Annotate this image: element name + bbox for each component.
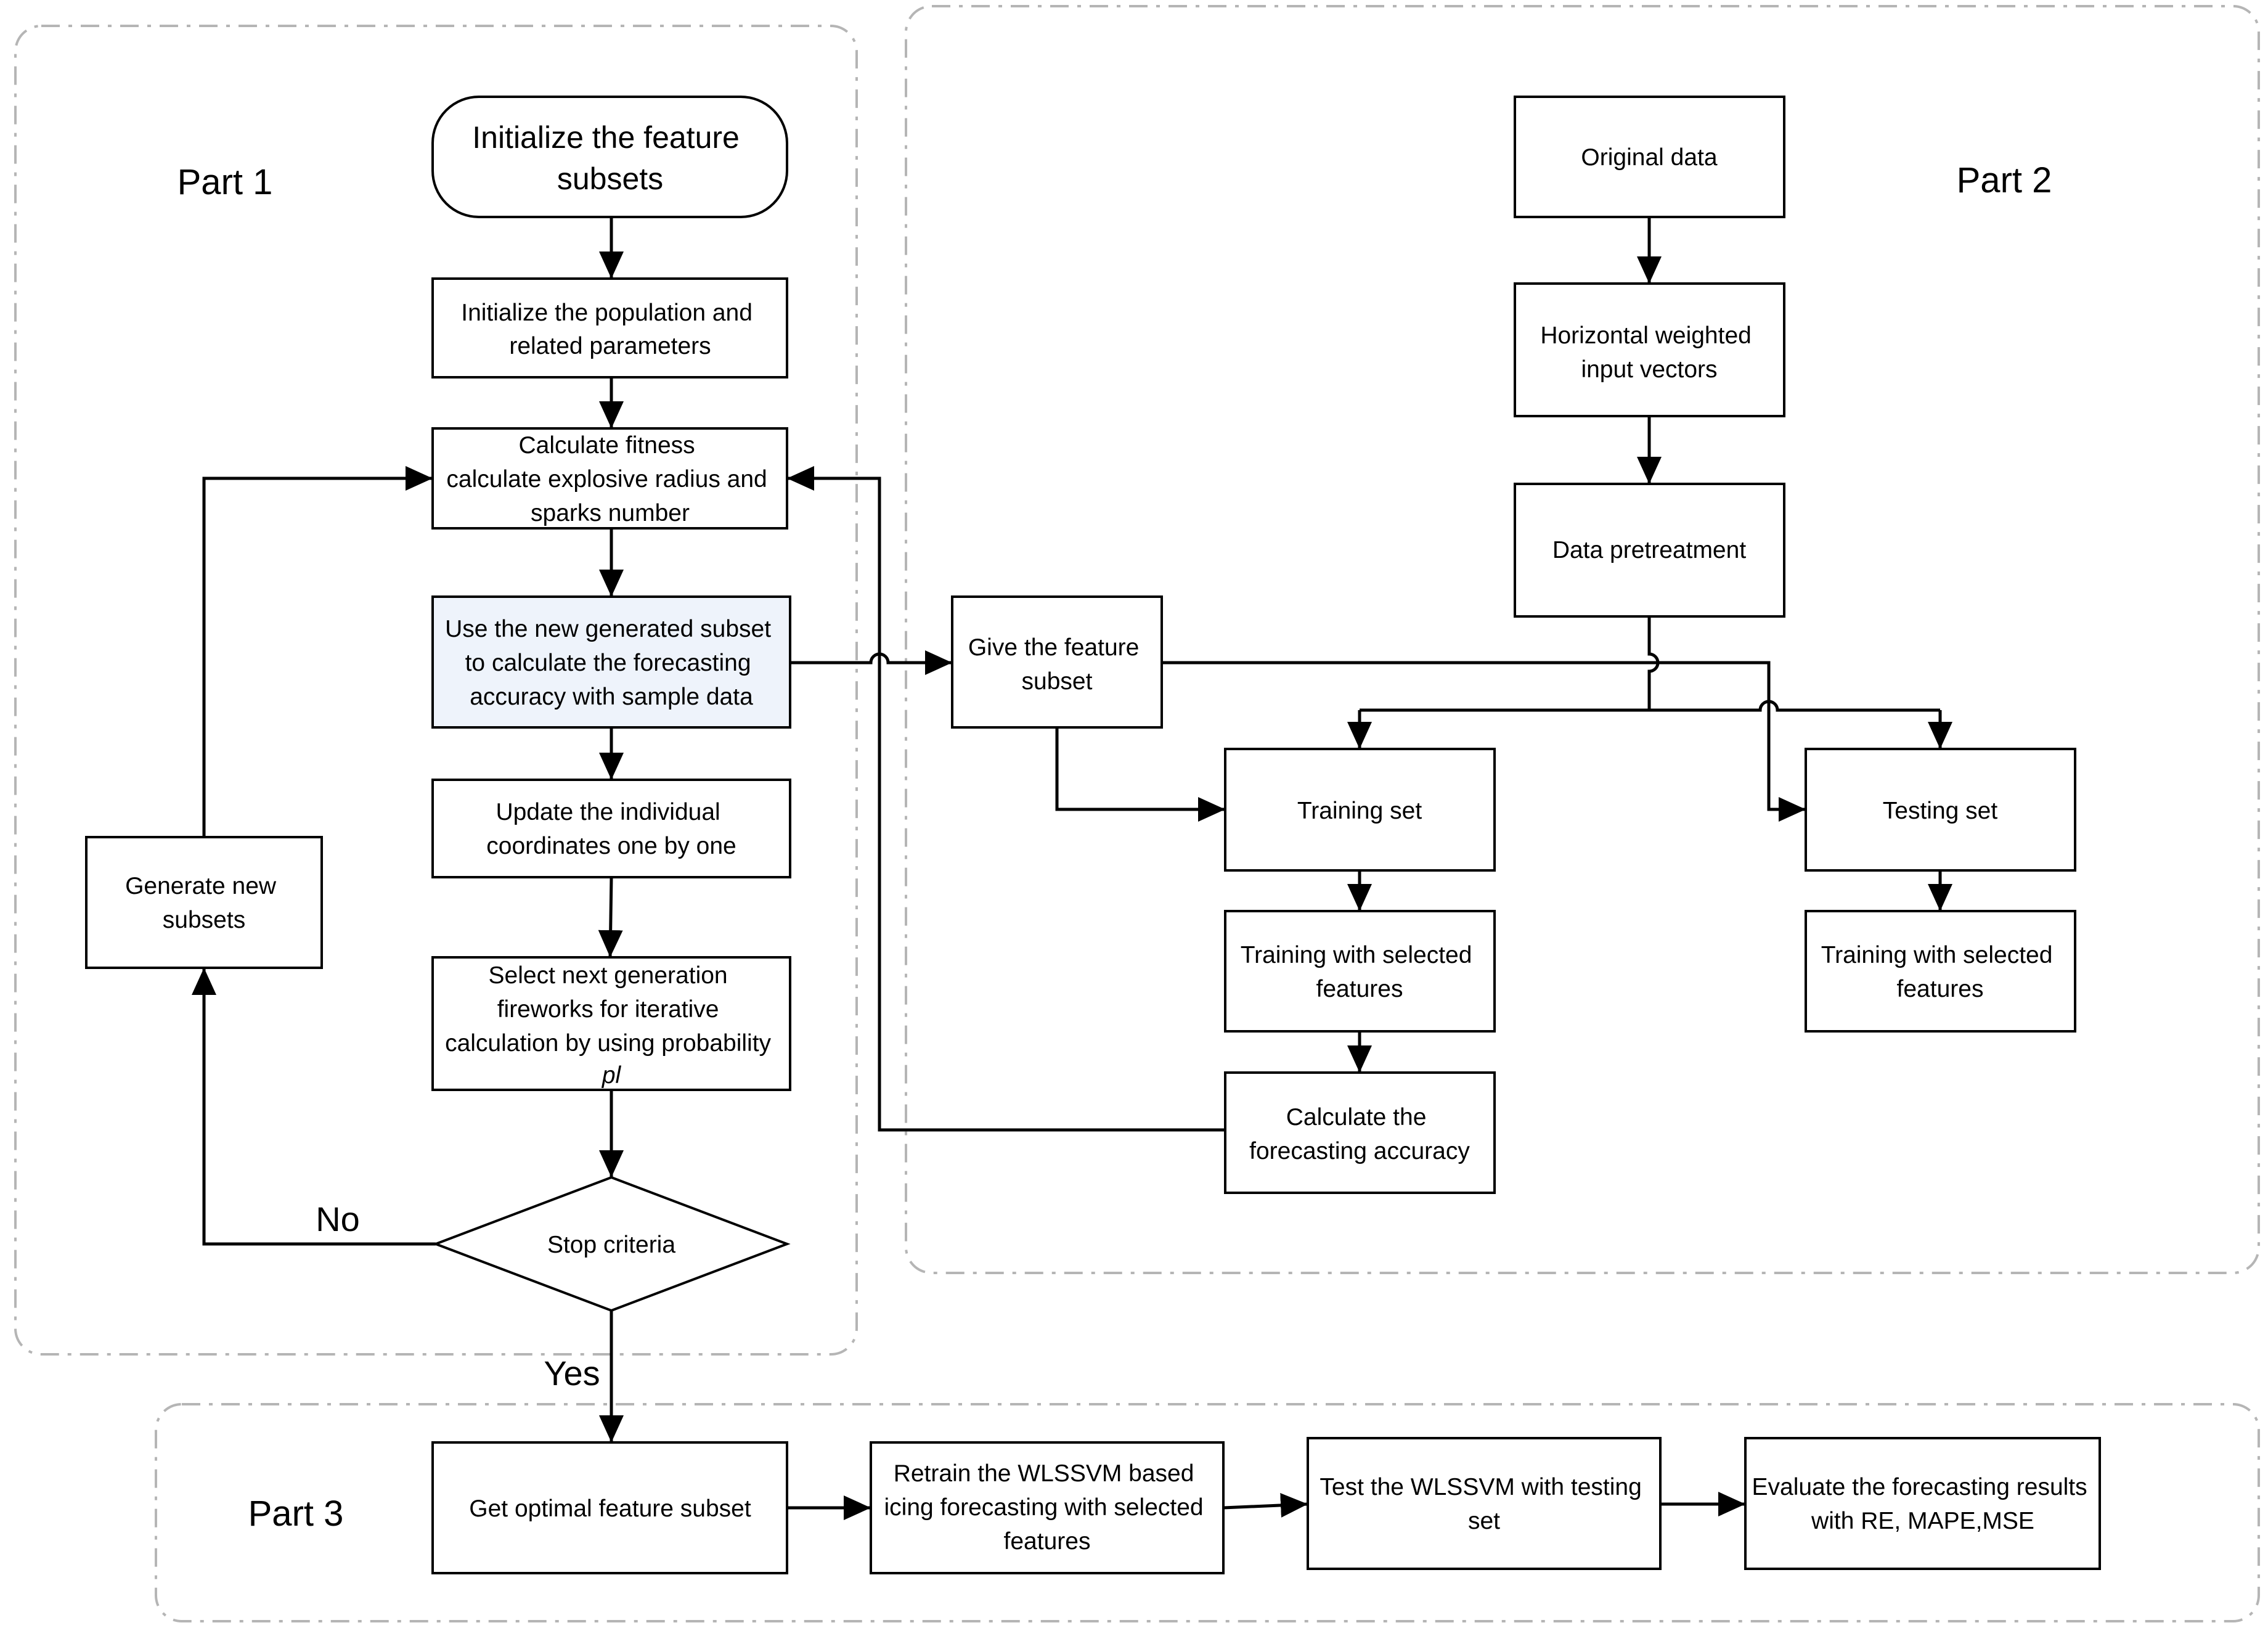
part3-region <box>155 1403 2260 1622</box>
calc-fitness-line-2: calculate explosive radius and <box>446 466 767 493</box>
init-subsets-line-1: Initialize the feature <box>472 120 740 155</box>
generate-new-node: Generate new subsets <box>85 836 323 969</box>
give-feature-line-1: Give the feature <box>968 634 1140 661</box>
part1-label: Part 1 <box>177 162 273 202</box>
training-selected-1-line-1: Training with selected <box>1241 942 1472 968</box>
select-next-symbol: pl <box>602 1062 622 1089</box>
svg-text:Use the new generated subset: Use the new generated subset to calculat… <box>445 616 778 710</box>
training-set-node: Training set <box>1224 748 1496 872</box>
training-selected-node-1: Training with selected features <box>1224 910 1496 1033</box>
svg-text:Retrain the WLSSVM based: Retrain the WLSSVM based icing forecasti… <box>884 1460 1210 1555</box>
evaluate-line-2: with RE, MAPE,MSE <box>1811 1508 2034 1534</box>
data-pretreatment-text: Data pretreatment <box>1552 537 1746 563</box>
select-next-line-2: fireworks for iterative <box>497 996 719 1023</box>
svg-text:Update the individual co: Update the individual coordinates one by… <box>486 799 736 859</box>
svg-text:Calculate fitness calcul: Calculate fitness calculate explosive ra… <box>446 432 773 526</box>
update-coords-node: Update the individual coordinates one by… <box>431 779 791 878</box>
evaluate-line-1: Evaluate the forecasting results <box>1752 1474 2087 1500</box>
original-data-text: Original data <box>1581 144 1717 171</box>
label-no: No <box>316 1200 360 1238</box>
calc-fitness-line-1: Calculate fitness <box>519 432 695 459</box>
update-coords-line-2: coordinates one by one <box>486 833 736 859</box>
retrain-line-1: Retrain the WLSSVM based <box>894 1460 1194 1487</box>
data-pretreatment-node: Data pretreatment <box>1514 483 1785 618</box>
init-population-node: Initialize the population and related pa… <box>431 277 788 378</box>
svg-text:Calculate the forecastin: Calculate the forecasting accuracy <box>1249 1104 1470 1164</box>
svg-text:Training with selected f: Training with selected features <box>1241 942 1479 1002</box>
svg-text:Horizontal weighted inpu: Horizontal weighted input vectors <box>1540 322 1758 383</box>
part2-label: Part 2 <box>1957 160 2052 200</box>
optimal-subset-node: Get optimal feature subset <box>431 1441 788 1574</box>
edge-retrain-to-test <box>1223 1492 1308 1518</box>
optimal-subset-text: Get optimal feature subset <box>469 1495 751 1522</box>
edge-accuracy-to-fitness <box>787 466 1225 1132</box>
edge-use-subset-to-give-feature <box>790 650 952 675</box>
init-subsets-line-2: subsets <box>557 162 663 196</box>
horizontal-weighted-line-2: input vectors <box>1581 356 1717 383</box>
edge-update-to-select <box>598 877 623 958</box>
training-selected-1-line-2: features <box>1316 976 1403 1002</box>
generate-new-line-2: subsets <box>163 907 245 933</box>
init-population-line-2: related parameters <box>509 333 711 359</box>
use-subset-line-2: to calculate the forecasting <box>465 650 751 676</box>
edge-give-feature-to-training <box>1055 727 1225 822</box>
part1-region <box>14 25 858 1356</box>
edge-stop-to-generate-no <box>192 968 436 1246</box>
part2-region <box>905 5 2260 1274</box>
label-yes: Yes <box>544 1354 600 1393</box>
svg-text:Training with selected f: Training with selected features <box>1821 942 2060 1002</box>
select-next-line-3: calculation by using probability <box>445 1030 771 1057</box>
update-coords-line-1: Update the individual <box>496 799 720 825</box>
test-node: Test the WLSSVM with testing set <box>1307 1437 1662 1570</box>
horizontal-weighted-node: Horizontal weighted input vectors <box>1514 282 1785 417</box>
part3-label: Part 3 <box>248 1494 344 1534</box>
training-selected-node-2: Training with selected features <box>1805 910 2076 1033</box>
edge-give-feature-to-testing <box>1162 661 1806 822</box>
use-subset-node: Use the new generated subset to calculat… <box>431 595 791 729</box>
stop-criteria-text: Stop criteria <box>547 1232 675 1258</box>
original-data-node: Original data <box>1514 96 1785 218</box>
edge-generate-to-fitness <box>202 466 433 837</box>
calc-accuracy-node: Calculate the forecasting accuracy <box>1224 1071 1496 1194</box>
calc-fitness-node: Calculate fitness calculate explosive ra… <box>431 427 788 530</box>
testing-set-node: Testing set <box>1805 748 2076 872</box>
training-selected-2-line-1: Training with selected <box>1821 942 2053 968</box>
select-next-line-1: Select next generation <box>489 962 728 989</box>
calc-accuracy-line-2: forecasting accuracy <box>1249 1138 1470 1164</box>
svg-text:Initialize the feature s: Initialize the feature subsets <box>472 120 748 196</box>
testing-set-text: Testing set <box>1883 798 1998 824</box>
svg-text:Test the WLSSVM with testing: Test the WLSSVM with testing set <box>1320 1474 1648 1534</box>
stop-criteria-node: Stop criteria <box>432 1176 791 1312</box>
retrain-node: Retrain the WLSSVM based icing forecasti… <box>870 1441 1225 1574</box>
svg-text:Evaluate the forecasting resul: Evaluate the forecasting results with RE… <box>1752 1474 2094 1534</box>
init-population-line-1: Initialize the population and <box>461 300 753 326</box>
evaluate-node: Evaluate the forecasting results with RE… <box>1744 1437 2101 1570</box>
calc-fitness-line-3: sparks number <box>531 500 690 526</box>
test-line-2: set <box>1468 1508 1500 1534</box>
give-feature-node: Give the feature subset <box>951 595 1163 729</box>
svg-text:Generate new subsets: Generate new subsets <box>125 873 283 933</box>
test-line-1: Test the WLSSVM with testing <box>1320 1474 1641 1500</box>
svg-text:Give the feature subset: Give the feature subset <box>968 634 1146 695</box>
retrain-line-2: icing forecasting with selected <box>884 1494 1204 1521</box>
use-subset-line-1: Use the new generated subset <box>445 616 771 642</box>
init-subsets-node: Initialize the feature subsets <box>431 96 788 218</box>
horizontal-weighted-line-1: Horizontal weighted <box>1540 322 1752 349</box>
calc-accuracy-line-1: Calculate the <box>1286 1104 1427 1131</box>
select-next-node: Select next generation fireworks for ite… <box>431 956 791 1091</box>
training-set-text: Training set <box>1297 798 1422 824</box>
svg-text:Initialize the population and: Initialize the population and related pa… <box>461 300 759 359</box>
generate-new-line-1: Generate new <box>125 873 277 899</box>
give-feature-line-2: subset <box>1022 668 1093 695</box>
training-selected-2-line-2: features <box>1897 976 1984 1002</box>
use-subset-line-3: accuracy with sample data <box>470 684 753 710</box>
retrain-line-3: features <box>1004 1528 1091 1555</box>
svg-text:Select next generation f: Select next generation fireworks for ite… <box>445 962 778 1089</box>
